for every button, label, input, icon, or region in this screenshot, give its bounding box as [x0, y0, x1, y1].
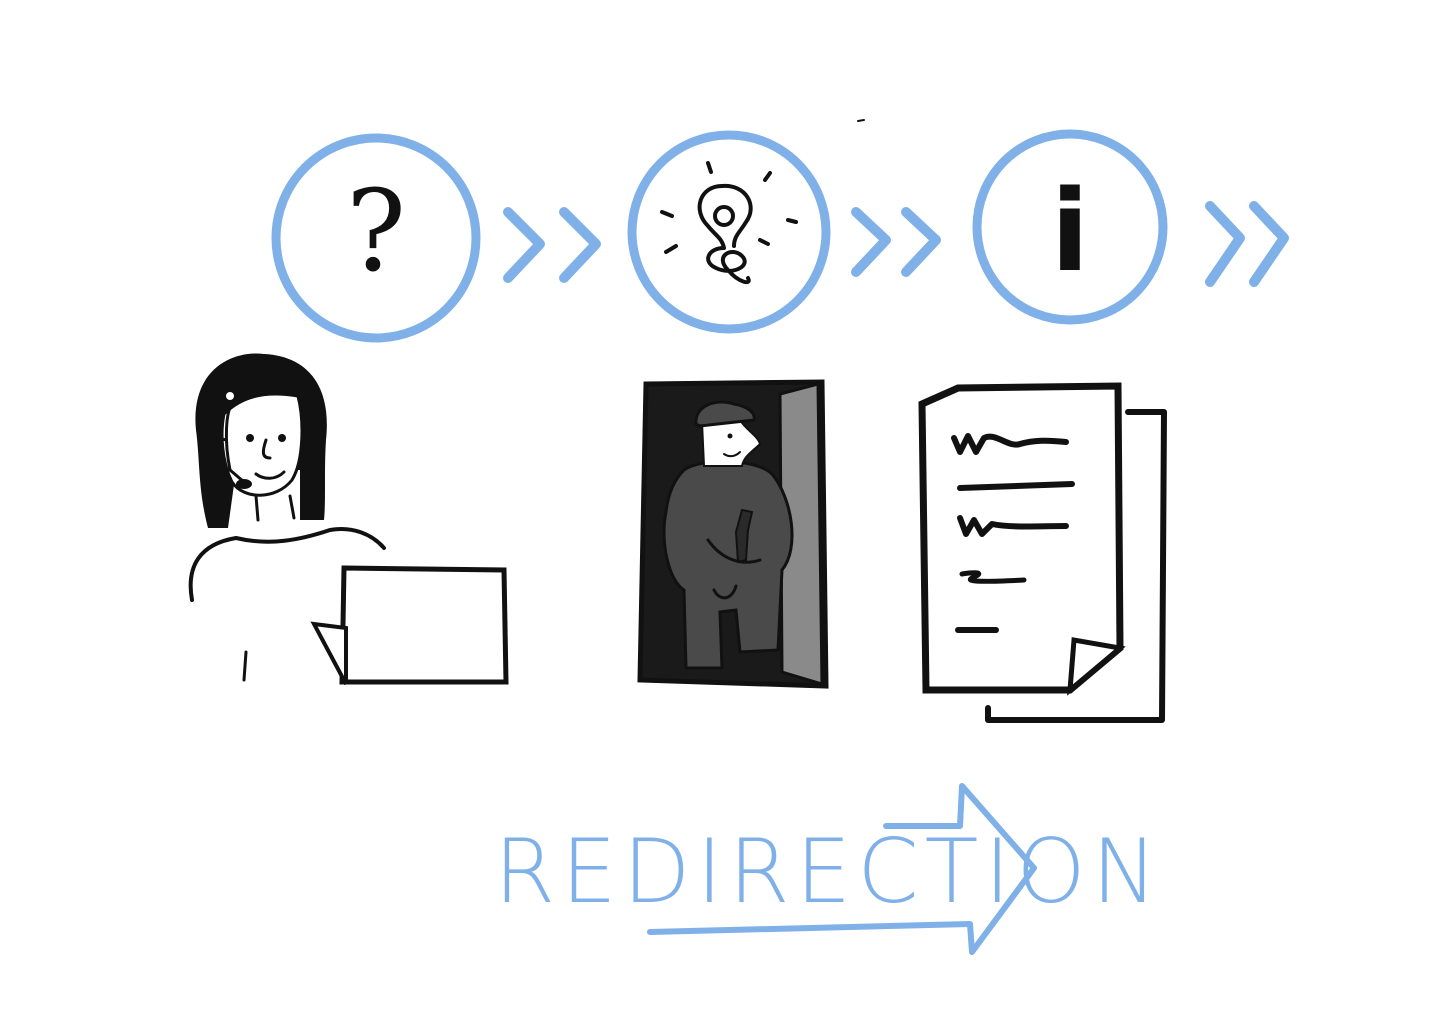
- question-mark-icon: ?: [346, 167, 406, 297]
- caption-text: REDIRECTION: [494, 820, 1163, 923]
- lightbulb-icon: [660, 161, 798, 285]
- stray-mark: [857, 119, 865, 122]
- double-chevron-right-icon: [503, 207, 601, 283]
- step-circle: [627, 130, 831, 334]
- double-chevron-right-icon: [1205, 201, 1289, 287]
- technician-in-doorway-icon: [637, 379, 829, 689]
- step-circle: [271, 133, 481, 343]
- step-info: i: [972, 129, 1168, 325]
- step-question: ?: [271, 133, 481, 343]
- support-agent-with-laptop-icon: [188, 353, 509, 685]
- redirection-caption: REDIRECTION: [494, 783, 1163, 955]
- double-chevron-right-icon: [851, 207, 941, 277]
- arrow-right-icon: [647, 783, 1037, 955]
- step-circle: [972, 129, 1168, 325]
- info-icon: i: [1051, 167, 1089, 297]
- document-pages-icon: [918, 382, 1167, 723]
- step-idea: [627, 130, 831, 334]
